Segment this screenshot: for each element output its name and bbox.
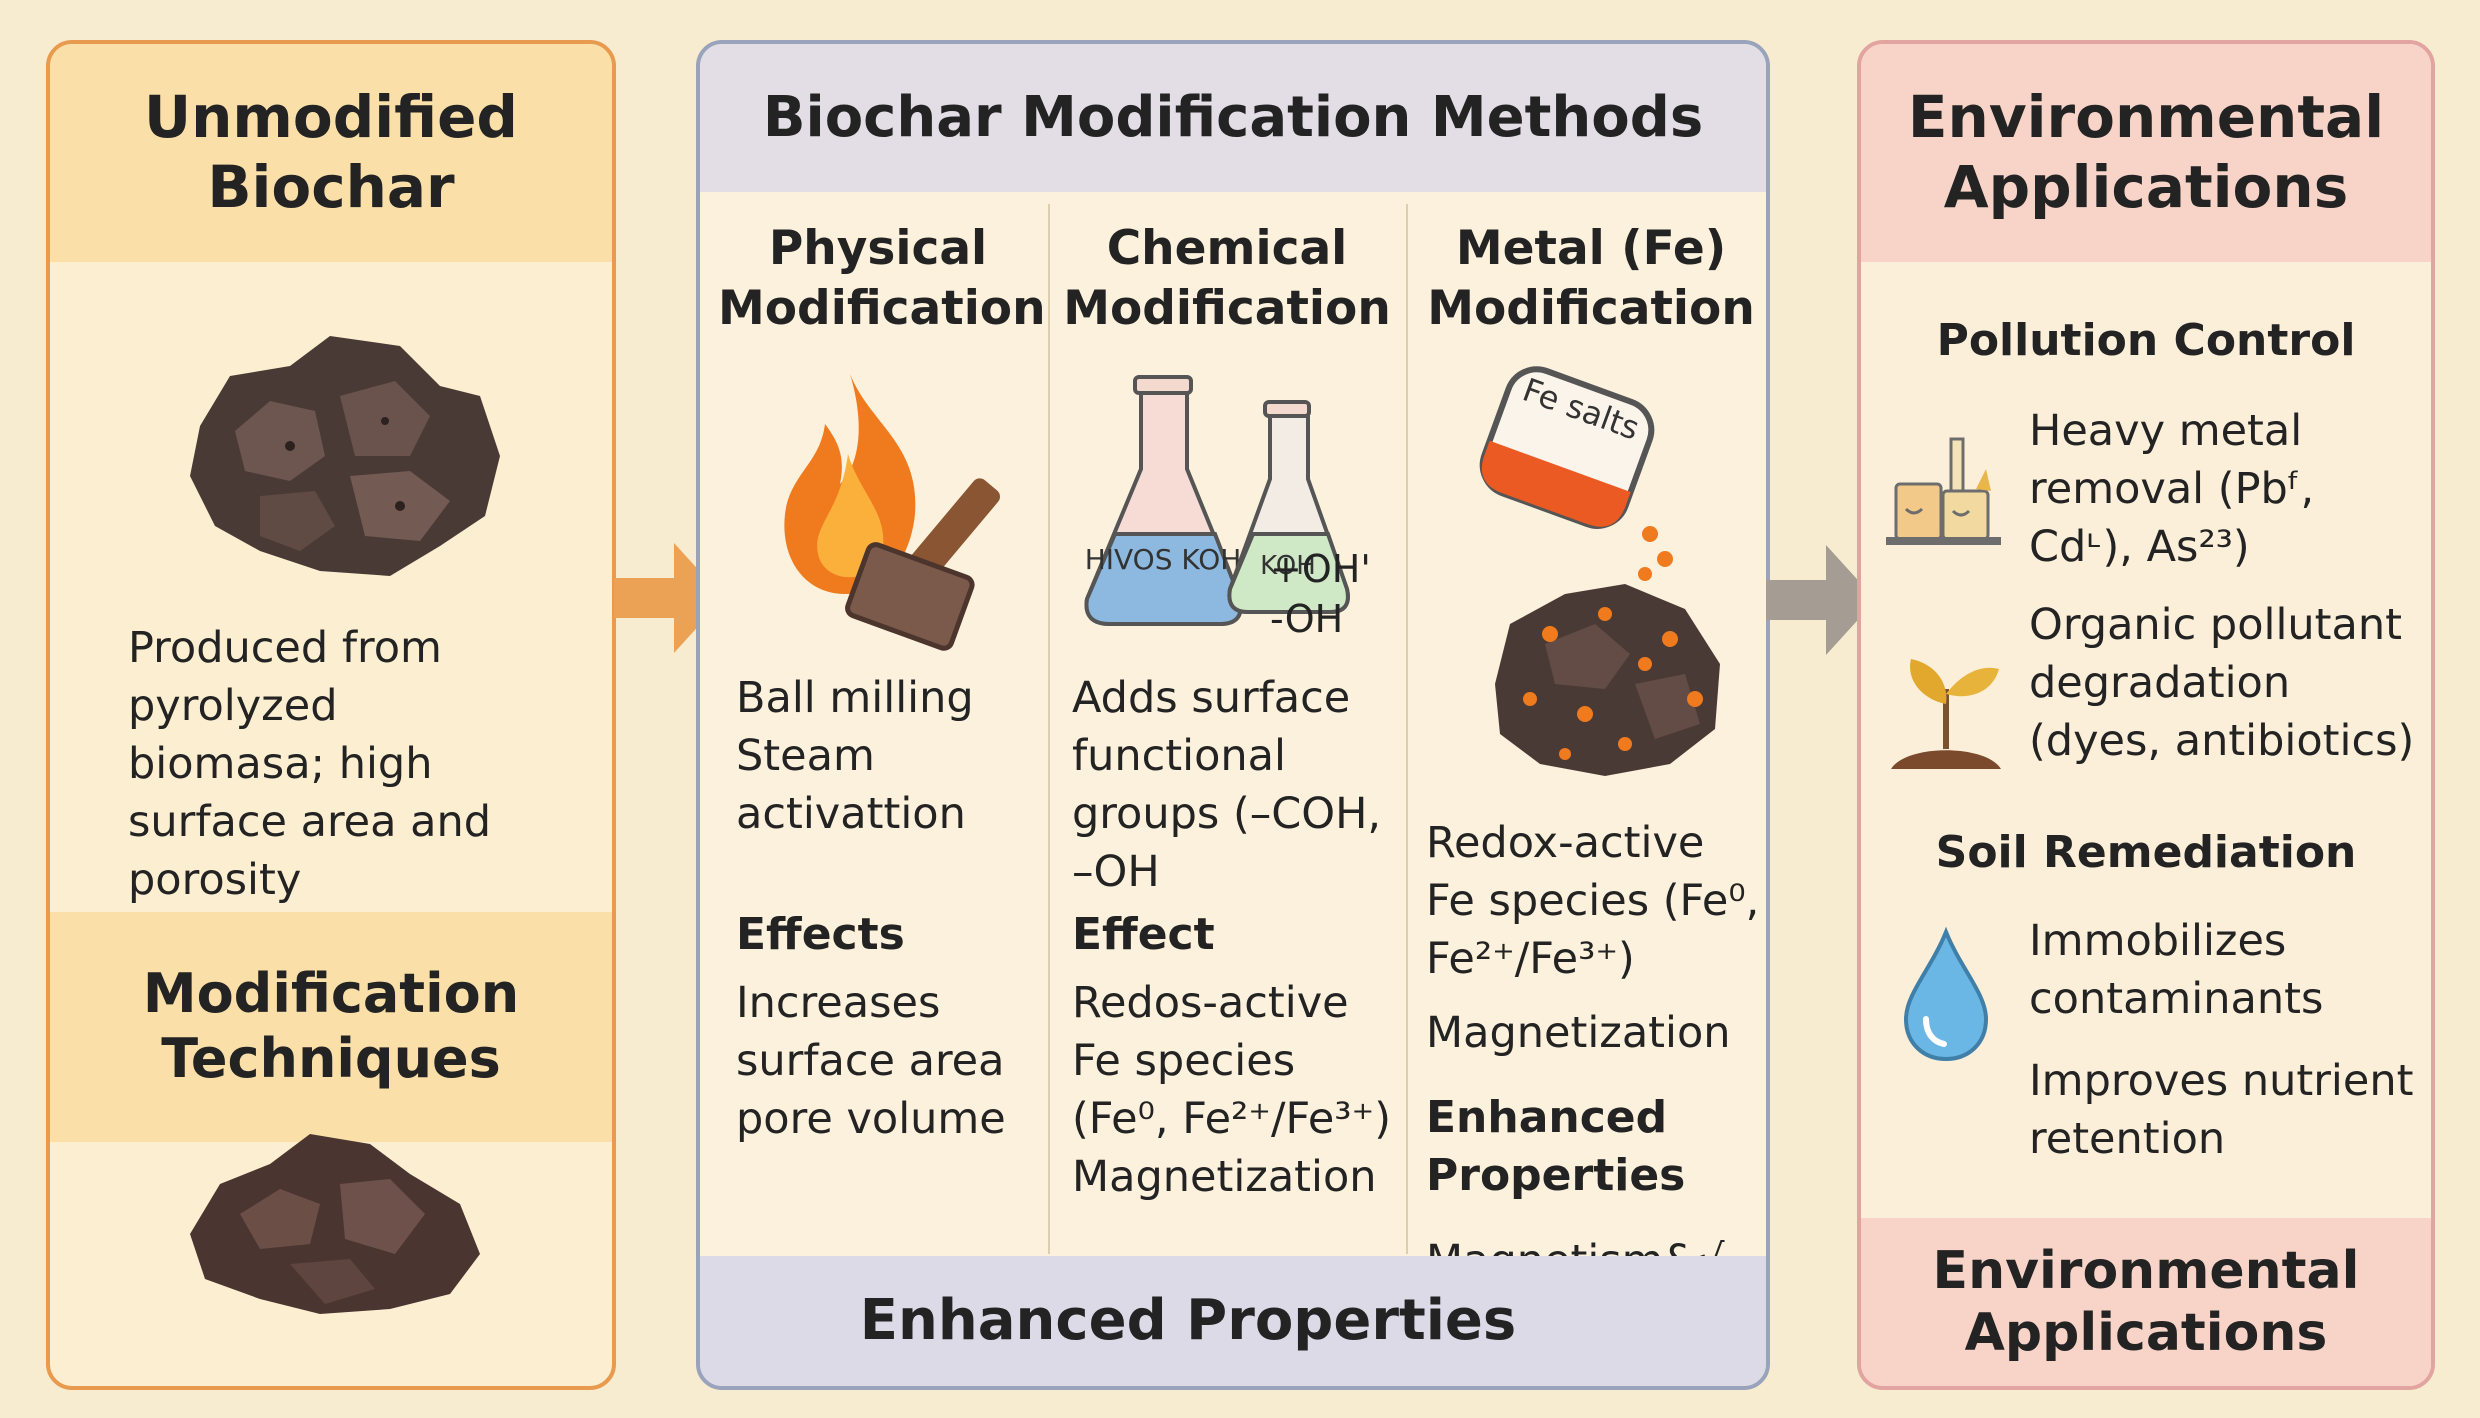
pollution-control-title: Pollution Control (1936, 315, 2356, 366)
environmental-applications-title: Environmental Applications (1861, 44, 2431, 262)
water-drop-icon (1903, 926, 1989, 1062)
enhanced-properties-footer: Enhanced Properties (700, 1256, 1766, 1386)
improves-nutrient-retention: Improves nutrient retention (2029, 1056, 2414, 1164)
immobilizes-contaminants: Immobilizes contaminants (2029, 916, 2324, 1024)
soil-remediation-title: Soil Remediation (1935, 827, 2357, 878)
hammer-icon (845, 478, 1000, 651)
physical-modification-title: Physical Modification (718, 221, 1046, 336)
chemical-description: Adds surface functional groups (–COH, –O… (1072, 673, 1382, 897)
unmodified-biochar-title: Unmodified Biochar (50, 44, 612, 262)
biochar-chunk-icon (190, 336, 500, 576)
chemical-effect-title: Effect (1072, 909, 1215, 960)
physical-methods: Ball milling Steam activattion (736, 673, 974, 839)
flask1-label: HIVOS KOH (1085, 543, 1242, 576)
flame-icon (784, 374, 916, 594)
physical-effects: Increases surface area pore volume (736, 978, 1006, 1144)
modification-methods-panel: Biochar Modification Methods Physical Mo… (696, 40, 1770, 1390)
heavy-metal-removal: Heavy metal removal (Pbᶠ, Cdᶫ), As²³) (2029, 406, 2315, 572)
factory-icon (1886, 437, 2001, 545)
metal-description: Redox-active Fe species (Fe⁰, Fe²⁺/Fe³⁺) (1426, 818, 1760, 984)
biochar-chunk-icon (190, 1134, 480, 1314)
environmental-applications-footer: Environmental Applications (1861, 1218, 2431, 1386)
metal-modification-title: Metal (Fe) Modification (1427, 221, 1755, 336)
unmodified-biochar-panel: Unmodified Biochar Produced from pyrolyz… (46, 40, 616, 1390)
sprout-icon (1891, 659, 2001, 769)
metal-enhanced-title: Enhanced Properties (1426, 1092, 1686, 1201)
chemical-effect: Redos-active Fe species (Fe⁰, Fe²⁺/Fe³⁺)… (1072, 978, 1391, 1202)
fe-salt-container-icon: Fe salts (1479, 366, 1655, 529)
iron-biochar-icon (1495, 526, 1720, 776)
modification-techniques-title: Modification Techniques (50, 912, 612, 1142)
flask-icon: KOH (1227, 400, 1350, 614)
flask2-label: KOH (1260, 551, 1316, 581)
metal-magnetization: Magnetization (1426, 1008, 1731, 1058)
physical-effects-title: Effects (736, 909, 905, 960)
functional-groups-label: +OH' -OH (1270, 547, 1371, 641)
modification-methods-title: Biochar Modification Methods (700, 44, 1766, 192)
arrow-right-icon (1766, 545, 1876, 655)
organic-pollutant-degradation: Organic pollutant degradation (dyes, ant… (2029, 600, 2415, 766)
biochar-description: Produced from pyrolyzed biomasa; high su… (128, 623, 492, 905)
chemical-modification-title: Chemical Modification (1063, 221, 1391, 336)
environmental-applications-panel: Environmental Applications Pollution Con… (1857, 40, 2435, 1390)
